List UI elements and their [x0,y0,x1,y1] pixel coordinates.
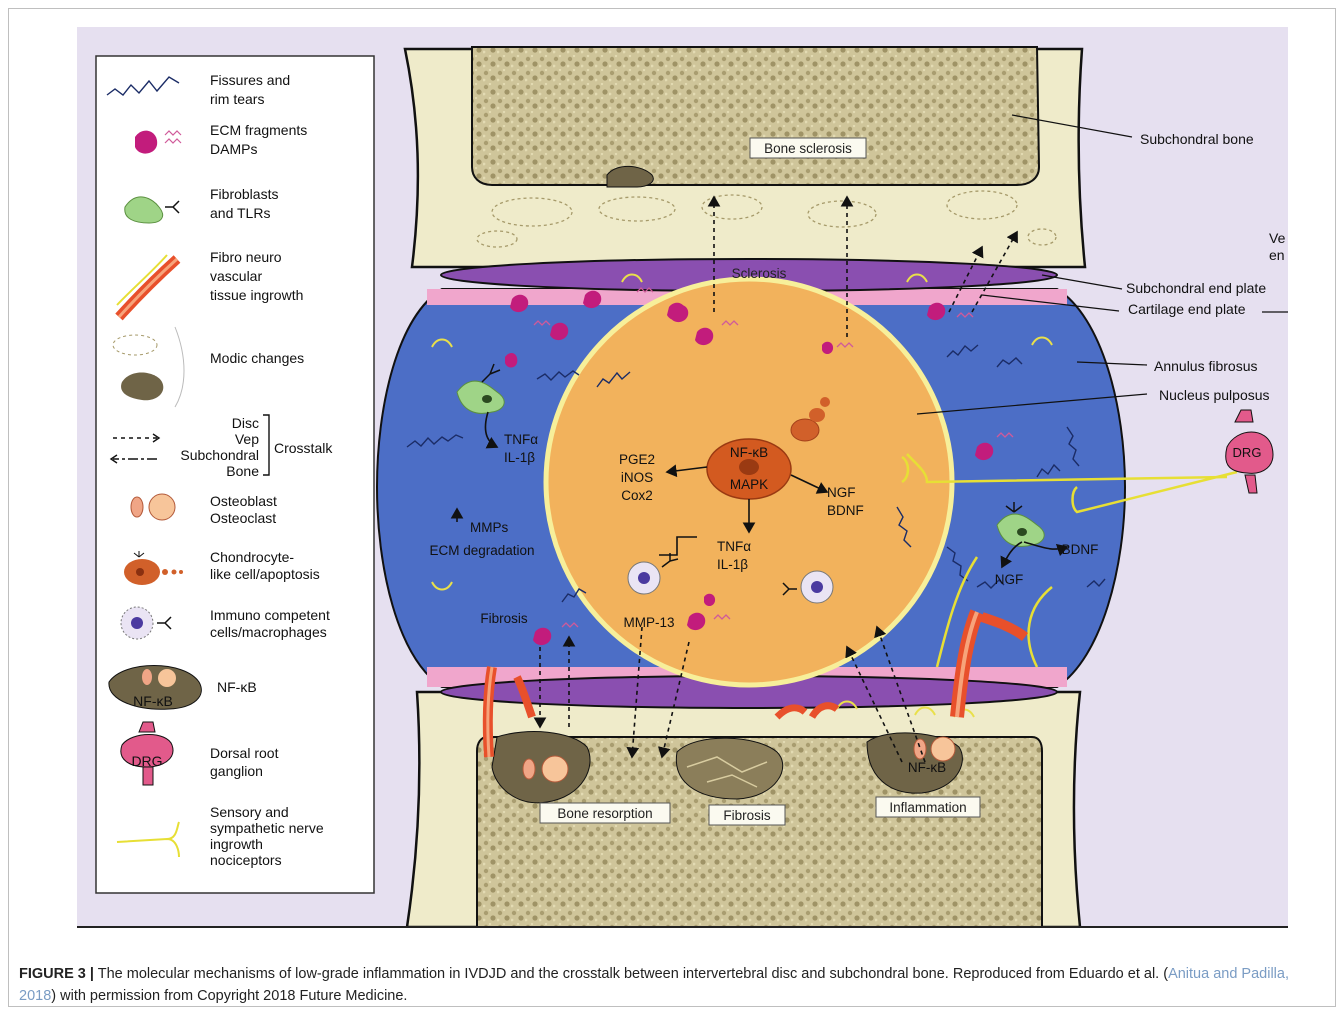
center-inos: iNOS [621,470,653,485]
legend-macrophage-line2: cells/macrophages [210,624,327,640]
legend-osteoclast: Osteoclast [210,510,276,526]
drg-icon-label: DRG [131,753,162,769]
caption-text-1: The molecular mechanisms of low-grade in… [94,966,1168,982]
legend-vessel-line1: Fibro neuro [210,249,282,265]
bottom-nfkb: NF-κB [908,760,946,775]
legend-fibroblasts-line2: and TLRs [210,205,270,221]
legend: NF-κB DRG Fissures and rim tears ECM fra… [96,56,374,893]
legend-fissures-line1: Fissures and [210,72,290,88]
legend-crosstalk-label: Crosstalk [274,440,333,456]
legend-drg-line1: Dorsal root [210,745,279,761]
caption-text-2: ) with permission from Copyright 2018 Fu… [51,988,407,1004]
annulus-il1: IL-1β [504,450,535,465]
label-annulus-fibrosus: Annulus fibrosus [1154,358,1258,374]
figure-rule [77,926,1288,928]
upper-vertebra [405,47,1085,267]
osteoblast-icon [131,494,175,520]
annulus-bdnf: BDNF [1062,542,1099,557]
legend-macrophage-line1: Immuno competent [210,607,330,623]
legend-osteoblast: Osteoblast [210,493,277,509]
center-mapk: MAPK [730,477,768,492]
legend-fissures-line2: rim tears [210,91,264,107]
legend-crosstalk-disc: Disc [232,415,259,431]
annulus-mmps: MMPs [470,520,508,535]
annulus-ngf: NGF [995,572,1024,587]
legend-nerve-line1: Sensory and [210,804,289,820]
legend-nerve-line3: ingrowth [210,836,263,852]
tag-bone-sclerosis: Bone sclerosis [764,141,852,156]
legend-ecm-line1: ECM fragments [210,122,307,138]
tag-bone-resorption: Bone resorption [557,806,652,821]
legend-nerve-line2: sympathetic nerve [210,820,324,836]
nfkb-icon-label: NF-κB [133,693,173,709]
center-il1: IL-1β [717,557,748,572]
legend-chondrocyte-line1: Chondrocyte- [210,549,294,565]
figure-caption: FIGURE 3 | The molecular mechanisms of l… [19,963,1319,1007]
tag-sclerosis: Sclerosis [732,266,787,281]
legend-crosstalk-vep: Vep [235,431,259,447]
label-cartilage-end-plate: Cartilage end plate [1128,301,1246,317]
center-mmp13: MMP-13 [623,615,674,630]
legend-chondrocyte-line2: like cell/apoptosis [210,566,320,582]
annulus-ecm-degradation: ECM degradation [429,543,534,558]
center-nfkb: NF-κB [730,445,768,460]
tag-inflammation: Inflammation [889,800,966,815]
center-cox2: Cox2 [621,488,653,503]
label-subchondral-bone: Subchondral bone [1140,131,1254,147]
center-ngf: NGF [827,485,856,500]
legend-crosstalk-subchondral: Subchondral [180,447,259,463]
annulus-drg: DRG [1233,445,1262,460]
legend-ecm-line2: DAMPs [210,141,257,157]
label-cutoff-1: Ve [1269,230,1286,246]
caption-label: FIGURE 3 | [19,966,94,982]
legend-drg-line2: ganglion [210,763,263,779]
legend-fibroblasts-line1: Fibroblasts [210,186,278,202]
legend-nfkb: NF-κB [217,679,257,695]
legend-nerve-line4: nociceptors [210,852,282,868]
center-pge2: PGE2 [619,452,655,467]
label-subchondral-end-plate: Subchondral end plate [1126,280,1266,296]
legend-modic: Modic changes [210,350,304,366]
center-tnf: TNFα [717,539,751,554]
center-bdnf: BDNF [827,503,864,518]
legend-crosstalk-bone: Bone [226,463,259,479]
annulus-tnf: TNFα [504,432,538,447]
annulus-fibrosis: Fibrosis [480,611,528,626]
legend-vessel-line3: tissue ingrowth [210,287,303,303]
ivd-crosstalk-figure: NF-κB DRG Fissures and rim tears ECM fra… [77,27,1288,927]
label-nucleus-pulposus: Nucleus pulposus [1159,387,1270,403]
legend-vessel-line2: vascular [210,268,262,284]
ecm-fragment-icon [135,131,157,154]
label-cutoff-2: en [1269,247,1285,263]
tag-fibrosis-bottom: Fibrosis [723,808,771,823]
